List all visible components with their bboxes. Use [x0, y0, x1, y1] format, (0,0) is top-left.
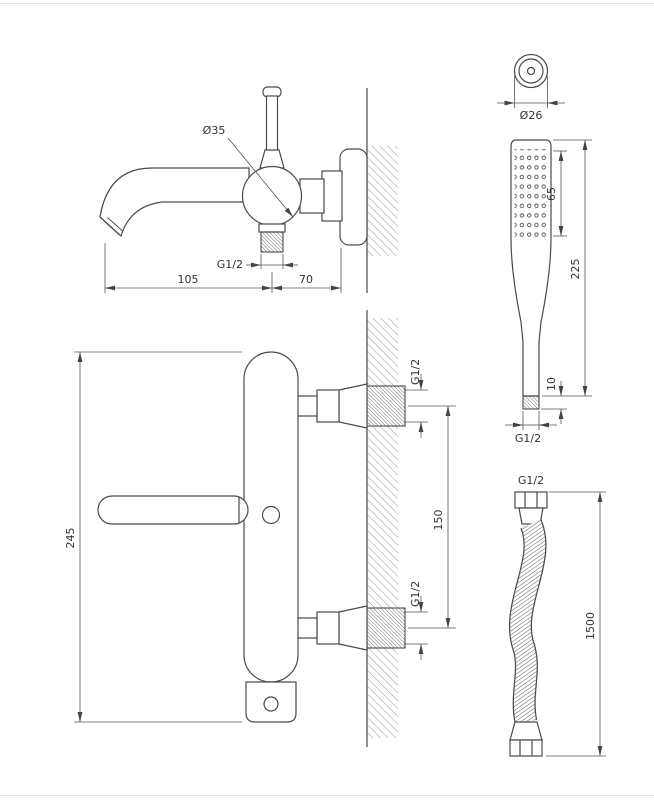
- hose-body: [508, 519, 547, 725]
- wall-section-front: [366, 310, 398, 747]
- page-border-bottom: [0, 795, 654, 796]
- dim-spout-reach: 105 70: [104, 243, 342, 293]
- spray-face-label: 65: [545, 187, 558, 201]
- dim-spray-face: 65: [545, 150, 567, 237]
- body-diameter-label: Ø35: [203, 124, 226, 137]
- handshower-thread-label: G1/2: [515, 432, 541, 445]
- top-connection-thread-label: G1/2: [409, 359, 422, 385]
- spray-face: [514, 149, 548, 238]
- spout-reach-label: 105: [178, 273, 199, 286]
- dim-hose-length: 1500: [546, 491, 606, 757]
- hose-thread-label: G1/2: [518, 474, 544, 487]
- head-diameter-label: Ø26: [520, 109, 543, 122]
- dim-connection-spacing: 150: [408, 405, 456, 629]
- diverter-knob: [261, 505, 281, 525]
- hose-top-connector: [514, 491, 548, 525]
- outlet-stub: [258, 223, 286, 253]
- escutcheon-side: [339, 148, 368, 246]
- connector-length-label: 10: [545, 377, 558, 391]
- total-length-label: 225: [569, 259, 582, 280]
- handle-side: [259, 86, 285, 169]
- handle-front: [97, 495, 249, 525]
- dim-handshower-thread: G1/2: [505, 411, 557, 445]
- hose-bottom-connector: [509, 721, 543, 757]
- dim-overall-height: 245: [64, 351, 242, 723]
- dim-connector-length: 10: [541, 377, 567, 424]
- hose-length-label: 1500: [584, 612, 597, 640]
- hose-view: G1/2 1500: [508, 474, 606, 757]
- dim-total-length: 225: [542, 139, 592, 397]
- spout-aerator-lines: [103, 217, 123, 235]
- mixer-front-view: 245 150 G1/2 G1/2: [64, 310, 456, 747]
- bottom-outlet-unit: [245, 681, 297, 723]
- handshower-connector: [522, 395, 540, 410]
- bottom-connection-thread-label: G1/2: [409, 581, 422, 607]
- dim-top-connection-thread: G1/2: [404, 359, 428, 438]
- spout-side-view: Ø35 G1/2 105 70: [99, 86, 398, 293]
- top-wall-connection: [296, 383, 406, 429]
- overall-height-label: 245: [64, 528, 77, 549]
- page-border-top: [0, 3, 654, 4]
- spout: [99, 167, 250, 238]
- dim-head-diameter: Ø26: [497, 76, 565, 122]
- bottom-wall-connection: [296, 605, 406, 651]
- outlet-thread-label: G1/2: [217, 258, 243, 271]
- dim-body-diameter: Ø35: [203, 124, 294, 218]
- handshower-view: Ø26 65 225 10: [497, 53, 592, 445]
- wall-section-side: [366, 88, 398, 293]
- dim-bottom-connection-thread: G1/2: [404, 581, 428, 660]
- handshower-top-view: [513, 53, 549, 89]
- wall-mount-side: [299, 148, 368, 246]
- wall-offset-label: 70: [299, 273, 313, 286]
- dim-outlet-thread: G1/2: [217, 254, 298, 271]
- connection-spacing-label: 150: [432, 510, 445, 531]
